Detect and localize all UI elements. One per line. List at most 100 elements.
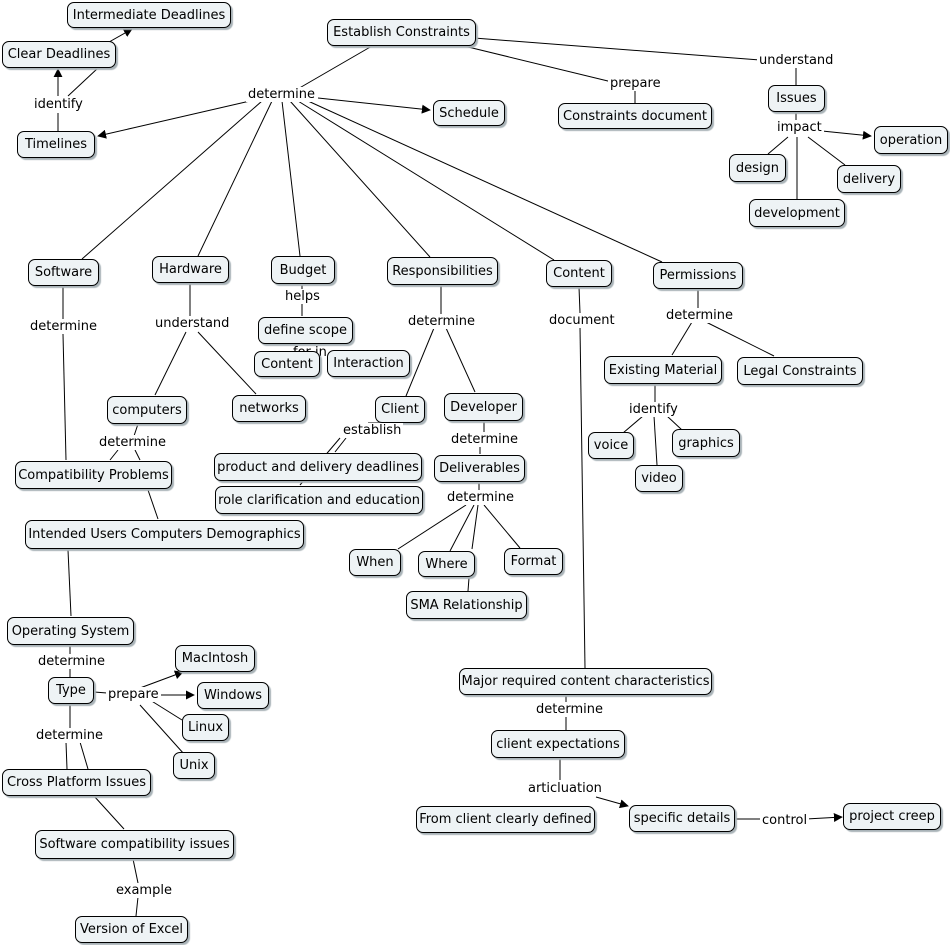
label-control: control (760, 813, 810, 828)
link (109, 449, 119, 461)
node-major-content[interactable]: Major required content characteristics (459, 668, 712, 695)
link (79, 741, 89, 770)
link (653, 415, 658, 466)
node-computers[interactable]: computers (107, 396, 187, 424)
node-format[interactable]: Format (504, 548, 563, 575)
node-when[interactable]: When (349, 549, 401, 576)
label-understand-top: understand (757, 53, 836, 68)
node-networks[interactable]: networks (232, 395, 306, 422)
label-identify-existing: identify (627, 402, 680, 417)
node-operating-system[interactable]: Operating System (7, 617, 134, 645)
node-product-delivery-deadlines[interactable]: product and delivery deadlines (214, 453, 422, 481)
arrow-link (97, 100, 251, 139)
node-timelines[interactable]: Timelines (17, 131, 95, 158)
link (449, 504, 475, 552)
link (134, 449, 141, 461)
link (289, 100, 431, 258)
node-where[interactable]: Where (418, 551, 475, 577)
node-schedule[interactable]: Schedule (433, 100, 505, 126)
link (622, 415, 644, 434)
node-content-scope[interactable]: Content (254, 351, 320, 377)
node-intermediate-deadlines[interactable]: Intermediate Deadlines (67, 2, 231, 28)
link (807, 136, 846, 166)
link (67, 549, 72, 617)
link (445, 327, 476, 393)
node-intended-users[interactable]: Intended Users Computers Demographics (25, 520, 304, 549)
label-determine-dev: determine (449, 432, 520, 447)
node-budget[interactable]: Budget (271, 256, 335, 284)
arrow-link (595, 796, 629, 809)
node-issues[interactable]: Issues (768, 85, 825, 112)
link (471, 504, 479, 550)
node-specific-details[interactable]: specific details (629, 805, 735, 832)
link (135, 896, 139, 917)
link (467, 577, 470, 592)
node-responsibilities[interactable]: Responsibilities (387, 257, 498, 285)
node-software[interactable]: Software (28, 259, 99, 286)
node-operation[interactable]: operation (874, 126, 948, 154)
label-understand-hw: understand (153, 316, 232, 331)
link (197, 100, 273, 257)
node-voice[interactable]: voice (588, 432, 634, 459)
node-cross-platform[interactable]: Cross Platform Issues (2, 769, 151, 796)
node-define-scope[interactable]: define scope (258, 317, 353, 344)
node-video[interactable]: video (635, 465, 683, 492)
node-constraints-document[interactable]: Constraints document (558, 103, 712, 129)
link (666, 415, 683, 431)
label-identify-time: identify (32, 97, 85, 112)
link (65, 741, 68, 770)
link (154, 331, 187, 396)
label-helps: helps (283, 289, 322, 304)
link (297, 100, 555, 261)
label-determine-type: determine (34, 728, 105, 743)
node-interaction[interactable]: Interaction (327, 350, 410, 377)
link (62, 333, 67, 461)
label-articulation: articluation (526, 781, 604, 796)
arrow-link (805, 812, 843, 822)
node-content[interactable]: Content (546, 260, 612, 287)
node-deliverables[interactable]: Deliverables (434, 455, 525, 482)
node-windows[interactable]: Windows (197, 682, 269, 709)
node-clear-deadlines[interactable]: Clear Deadlines (2, 41, 116, 68)
link (139, 704, 185, 755)
node-unix[interactable]: Unix (173, 752, 215, 779)
node-hardware[interactable]: Hardware (152, 256, 229, 283)
node-from-client[interactable]: From client clearly defined (416, 806, 595, 833)
label-impact: impact (775, 120, 824, 135)
link (579, 326, 586, 669)
label-document: document (547, 313, 617, 328)
link (405, 327, 435, 397)
label-establish: establish (341, 423, 404, 438)
node-existing-material[interactable]: Existing Material (604, 356, 722, 384)
node-project-creep[interactable]: project creep (843, 803, 941, 830)
node-establish-constraints[interactable]: Establish Constraints (327, 19, 476, 46)
arrow-link (317, 97, 431, 114)
node-delivery[interactable]: delivery (837, 165, 901, 193)
label-determine-major: determine (534, 702, 605, 717)
node-type[interactable]: Type (48, 677, 94, 704)
link (705, 321, 775, 357)
node-graphics[interactable]: graphics (672, 429, 740, 457)
node-design[interactable]: design (729, 154, 786, 182)
node-sma-relationship[interactable]: SMA Relationship (406, 591, 527, 619)
link (483, 504, 521, 549)
node-permissions[interactable]: Permissions (653, 262, 743, 289)
node-development[interactable]: development (749, 199, 845, 227)
node-compatibility-problems[interactable]: Compatibility Problems (15, 461, 172, 489)
node-client[interactable]: Client (375, 396, 425, 423)
label-determine-os: determine (36, 654, 107, 669)
node-legal-constraints[interactable]: Legal Constraints (737, 357, 863, 385)
node-software-compat[interactable]: Software compatibility issues (35, 830, 234, 859)
link (81, 100, 263, 260)
node-version-excel[interactable]: Version of Excel (75, 916, 188, 943)
link (133, 423, 139, 437)
link (295, 45, 373, 91)
node-developer[interactable]: Developer (444, 393, 523, 421)
node-linux[interactable]: Linux (182, 714, 229, 741)
label-prepare-type: prepare (106, 687, 161, 702)
link (473, 37, 761, 61)
node-macintosh[interactable]: MacIntosh (175, 645, 255, 672)
node-client-expectations[interactable]: client expectations (491, 730, 625, 758)
link (93, 691, 108, 694)
node-role-clarification[interactable]: role clarification and education (215, 486, 423, 514)
